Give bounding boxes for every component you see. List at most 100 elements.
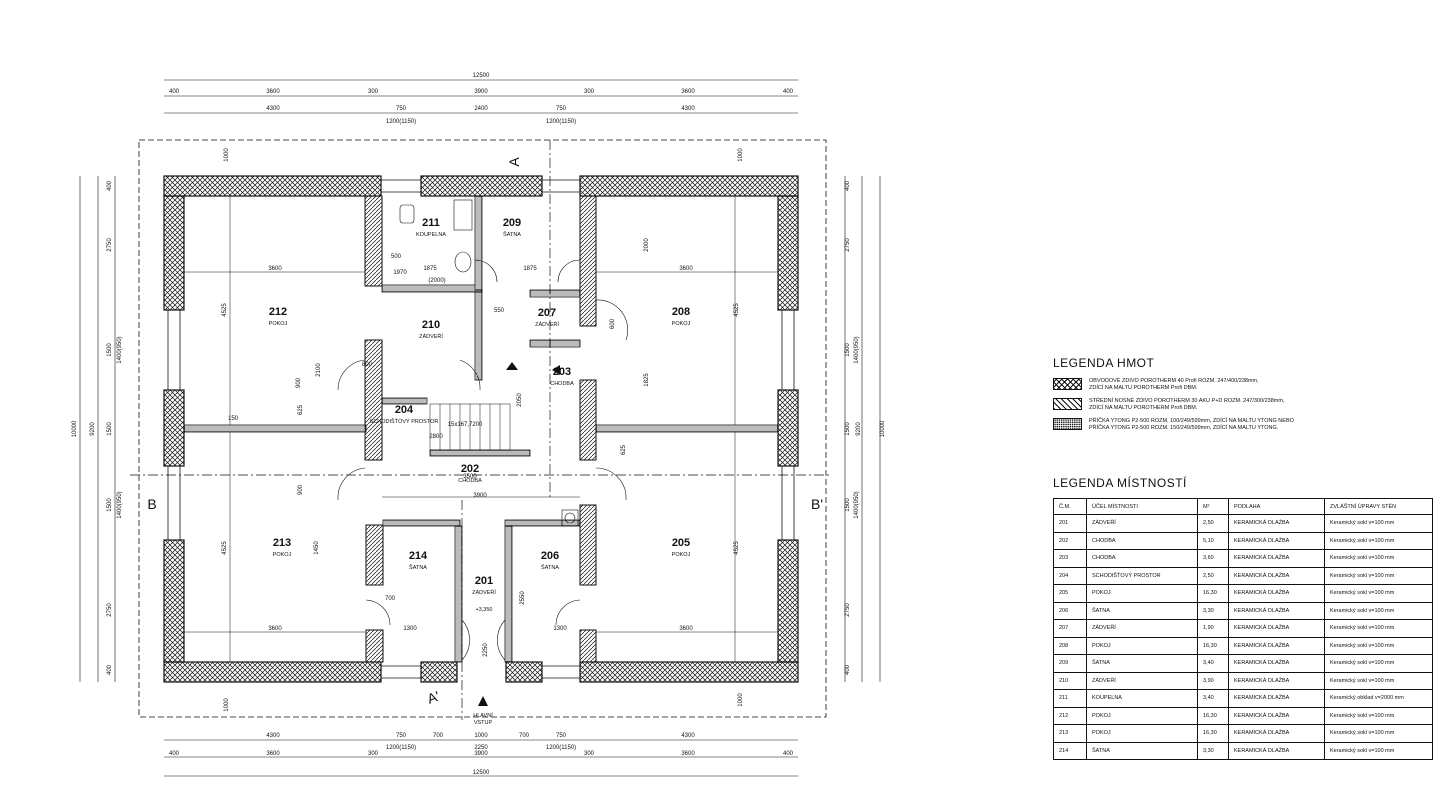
table-cell: 3,40 bbox=[1197, 654, 1229, 673]
room-number: 210 bbox=[422, 319, 440, 331]
interior-dimension-label: 2100 bbox=[316, 363, 322, 377]
table-cell: 211 bbox=[1053, 689, 1087, 708]
windows bbox=[167, 179, 795, 679]
dimension-label: 300 bbox=[368, 89, 379, 95]
table-cell: 3,30 bbox=[1197, 741, 1229, 760]
table-cell: KERAMICKÁ DLAŽBA bbox=[1228, 689, 1325, 708]
dimension-label: 1200(1150) bbox=[546, 745, 576, 751]
interior-dimension-label: 625 bbox=[298, 404, 304, 415]
table-cell: 2,50 bbox=[1197, 566, 1229, 585]
chodba-arrow bbox=[552, 365, 560, 375]
room-name: POKOJ bbox=[672, 552, 691, 558]
interior-dimension-label: 800 bbox=[362, 362, 373, 368]
table-cell: 213 bbox=[1053, 724, 1087, 743]
table-cell: 3,40 bbox=[1197, 689, 1229, 708]
dimension-label: 1500 bbox=[845, 498, 851, 512]
table-cell: Keramický sokl v=100 mm bbox=[1324, 636, 1433, 655]
table-cell: Keramický sokl v=100 mm bbox=[1324, 654, 1433, 673]
entrance-arrow bbox=[478, 696, 488, 706]
table-cell: 214 bbox=[1053, 741, 1087, 760]
interior-dimension-label: 1970 bbox=[393, 270, 407, 276]
entrance-label: HLAVNÍ bbox=[473, 712, 493, 719]
table-cell: Keramický sokl v=100 mm bbox=[1324, 601, 1433, 620]
room-name: POKOJ bbox=[269, 321, 288, 327]
section-lines bbox=[130, 140, 830, 720]
table-cell: 16,30 bbox=[1197, 706, 1229, 725]
material-text: PŘÍČKA YTONG P2-500 ROZM. 150/249/599mm,… bbox=[1089, 425, 1279, 431]
table-cell: ŠATNA bbox=[1086, 601, 1198, 620]
interior-dimension-label: 15x167,7200 bbox=[448, 422, 483, 428]
dimension-label: 10000 bbox=[72, 420, 78, 437]
room-name: CHODBA bbox=[458, 478, 482, 484]
interior-dimension-label: 3500 bbox=[463, 474, 477, 480]
dimension-label: 4300 bbox=[266, 106, 280, 112]
dimension-label: 1500 bbox=[107, 498, 113, 512]
table-cell: KERAMICKÁ DLAŽBA bbox=[1228, 724, 1325, 743]
interior-dimension-label: 1875 bbox=[423, 266, 437, 272]
table-cell: KERAMICKÁ DLAŽBA bbox=[1228, 566, 1325, 585]
room-name: ZÁDVEŘÍ bbox=[535, 320, 559, 328]
table-cell: Keramický sokl v=100 mm bbox=[1324, 566, 1433, 585]
dimension-label: 1500 bbox=[845, 343, 851, 357]
dimension-label: 3600 bbox=[266, 89, 280, 95]
table-cell: KERAMICKÁ DLAŽBA bbox=[1228, 636, 1325, 655]
table-header: PODLAHA bbox=[1228, 498, 1325, 515]
interior-dimension-label: 4525 bbox=[222, 541, 228, 555]
room-number: 202 bbox=[461, 463, 479, 475]
table-cell: ZÁDVEŘÍ bbox=[1086, 619, 1198, 638]
dimension-label: 1200(1150) bbox=[386, 745, 416, 751]
section-label: A bbox=[506, 157, 522, 167]
interior-dimension-label: 1825 bbox=[644, 373, 650, 387]
table-cell: 206 bbox=[1053, 601, 1087, 620]
dimension-label: 400 bbox=[169, 751, 180, 757]
room-number: 208 bbox=[672, 306, 690, 318]
table-cell: KERAMICKÁ DLAŽBA bbox=[1228, 601, 1325, 620]
room-name: ŠATNA bbox=[409, 564, 427, 571]
dimension-label: 400 bbox=[845, 180, 851, 191]
table-cell: KERAMICKÁ DLAŽBA bbox=[1228, 671, 1325, 690]
table-cell: KERAMICKÁ DLAŽBA bbox=[1228, 706, 1325, 725]
table-header: M² bbox=[1197, 498, 1229, 515]
section-label: B' bbox=[811, 496, 823, 512]
table-cell: 5,10 bbox=[1197, 531, 1229, 550]
table-cell: KOUPELNA bbox=[1086, 689, 1198, 708]
material-item: PŘÍČKA YTONG P2-500 ROZM. 100/249/599mm,… bbox=[1053, 418, 1353, 432]
interior-dimension-label: 2000 bbox=[644, 238, 650, 252]
crosshatch-swatch-icon bbox=[1053, 378, 1082, 390]
dimension-label: 400 bbox=[783, 751, 794, 757]
table-cell: POKOJ bbox=[1086, 724, 1198, 743]
table-cell: 210 bbox=[1053, 671, 1087, 690]
table-cell: 3,60 bbox=[1197, 549, 1229, 568]
table-header: ZVLÁŠTNÍ ÚPRAVY STĚN bbox=[1324, 498, 1433, 515]
dimension-label: 1400(950) bbox=[117, 336, 123, 363]
room-name: KOUPELNA bbox=[416, 232, 446, 238]
interior-dimension-label: 600 bbox=[610, 318, 616, 329]
dimension-label: 10000 bbox=[880, 420, 886, 437]
table-cell: 1,90 bbox=[1197, 619, 1229, 638]
door-swings bbox=[337, 259, 629, 661]
interior-dimension-label: 3600 bbox=[679, 626, 693, 632]
dimension-label: 400 bbox=[107, 664, 113, 675]
table-cell: KERAMICKÁ DLAŽBA bbox=[1228, 531, 1325, 550]
table-cell: ŠATNA bbox=[1086, 741, 1198, 760]
table-cell: CHODBA bbox=[1086, 549, 1198, 568]
table-cell: 209 bbox=[1053, 654, 1087, 673]
dimension-label: 1000 bbox=[474, 733, 488, 739]
interior-dimension-label: 900 bbox=[298, 484, 304, 495]
interior-dimension-label: 3600 bbox=[679, 266, 693, 272]
dimension-label: 2250 bbox=[474, 745, 488, 751]
table-cell: 212 bbox=[1053, 706, 1087, 725]
dimension-label: 750 bbox=[396, 733, 407, 739]
table-cell: Keramický sokl v=100 mm bbox=[1324, 531, 1433, 550]
stair-arrow bbox=[506, 362, 518, 370]
table-cell: 203 bbox=[1053, 549, 1087, 568]
